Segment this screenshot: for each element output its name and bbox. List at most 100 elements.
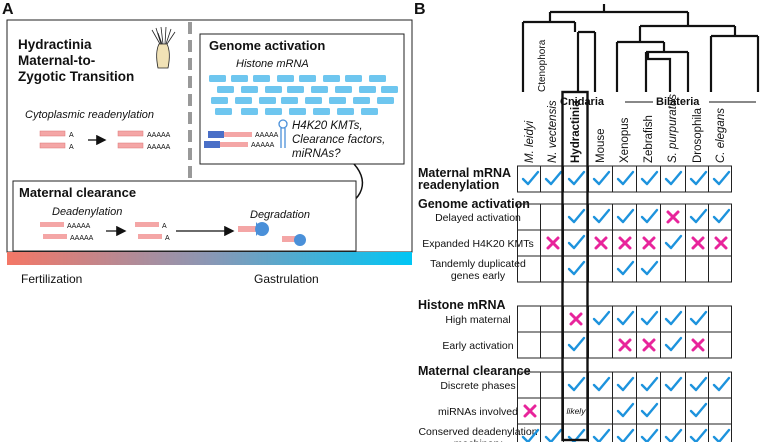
svg-text:A: A [69,132,74,139]
check-icon [616,260,635,276]
check-icon [689,428,708,442]
check-icon [712,208,731,224]
check-icon [689,376,708,392]
section-header: Histone mRNA [418,298,506,312]
check-icon [567,376,586,392]
genome-activation-title: Genome activation [209,38,325,53]
check-icon [616,310,635,326]
deadenylation-label: Deadenylation [52,206,122,218]
histone-mrna-pill [335,86,352,93]
svg-text:A: A [162,223,167,230]
svg-text:AAAAA: AAAAA [70,235,94,242]
check-icon [712,376,731,392]
check-icon [640,402,659,418]
row-label: readenylation [418,178,499,192]
hydractinia-polyp-icon [151,26,176,69]
factors-line-3: miRNAs? [292,148,341,160]
row-label: Tandemly duplicated [430,258,526,270]
row-label: genes early [451,270,506,282]
species-label: M. leidyi [524,120,536,163]
timeline-end-label: Gastrulation [254,272,319,286]
row-label: Early activation [442,340,513,352]
check-icon [712,170,731,186]
check-icon [592,428,611,442]
gene-diagram: AAAAA AAAAA [204,131,279,149]
cross-icon [594,236,608,250]
check-icon [664,310,683,326]
histone-mrna-pill [359,86,376,93]
histone-mrna-pill [217,86,234,93]
species-label: Hydractinia [570,100,582,163]
histone-mrna-cluster [209,75,398,115]
histone-mrna-pill [323,75,340,82]
check-icon [521,170,540,186]
check-icon [567,234,586,250]
factors-line-1: H4K20 KMTs, [292,120,363,132]
check-icon [640,376,659,392]
row-label: Expanded H4K20 KMTs [422,238,533,250]
row-label: Maternal mRNA [418,166,511,180]
row-label: High maternal [445,314,510,326]
check-icon [640,428,659,442]
development-timeline-bar [7,252,412,265]
check-icon [592,310,611,326]
histone-mrna-pill [265,108,282,115]
species-label: N. vectensis [547,100,559,163]
check-icon [592,376,611,392]
check-icon [567,208,586,224]
check-icon [567,170,586,186]
cross-icon [691,236,705,250]
ctenophora-label: Ctenophora [537,39,548,92]
check-icon [664,170,683,186]
row-label: miRNAs involved [438,406,518,418]
histone-mrna-pill [289,108,306,115]
cross-icon [546,236,560,250]
histone-mrna-pill [337,108,354,115]
deadenylation-diagram: AAAAA AAAAA A A [40,222,306,246]
histone-mrna-pill [287,86,304,93]
check-icon [689,170,708,186]
row-label: Delayed activation [435,212,521,224]
check-icon [640,260,659,276]
section-header: Maternal clearance [418,364,531,378]
check-icon [616,376,635,392]
check-icon [640,208,659,224]
svg-text:AAAAA: AAAAA [147,144,171,151]
row-label: Discrete phases [440,380,515,392]
factors-line-2: Clearance factors, [292,134,385,146]
cnidaria-label: Cnidaria [560,96,605,108]
histone-mrna-pill [241,86,258,93]
check-icon [567,428,586,442]
table-row [517,423,732,442]
histone-mrna-pill [329,97,346,104]
cross-icon [714,236,728,250]
mirna-hairpin-icon [278,119,288,148]
section-header: Genome activation [418,197,530,211]
histone-mrna-pill [381,86,398,93]
histone-mrna-pill [215,108,232,115]
cross-icon [618,236,632,250]
check-icon [664,336,683,352]
histone-mrna-pill [211,97,228,104]
phylogeny-tree [521,4,760,92]
check-icon [712,428,731,442]
check-icon [592,208,611,224]
histone-mrna-pill [281,97,298,104]
histone-mrna-pill [277,75,294,82]
cross-icon [523,404,537,418]
histone-mrna-pill [369,75,386,82]
cytoplasmic-readenylation-label: Cytoplasmic readenylation [25,109,154,121]
check-icon [689,208,708,224]
degradation-label: Degradation [250,209,310,221]
cell-note: likely [567,406,587,416]
timeline-start-label: Fertilization [21,272,82,286]
histone-mrna-pill [353,97,370,104]
check-icon [616,208,635,224]
histone-mrna-pill [265,86,282,93]
species-label: Xenopus [619,117,631,163]
check-icon [640,310,659,326]
table-row [517,331,732,359]
histone-mrna-pill [259,97,276,104]
